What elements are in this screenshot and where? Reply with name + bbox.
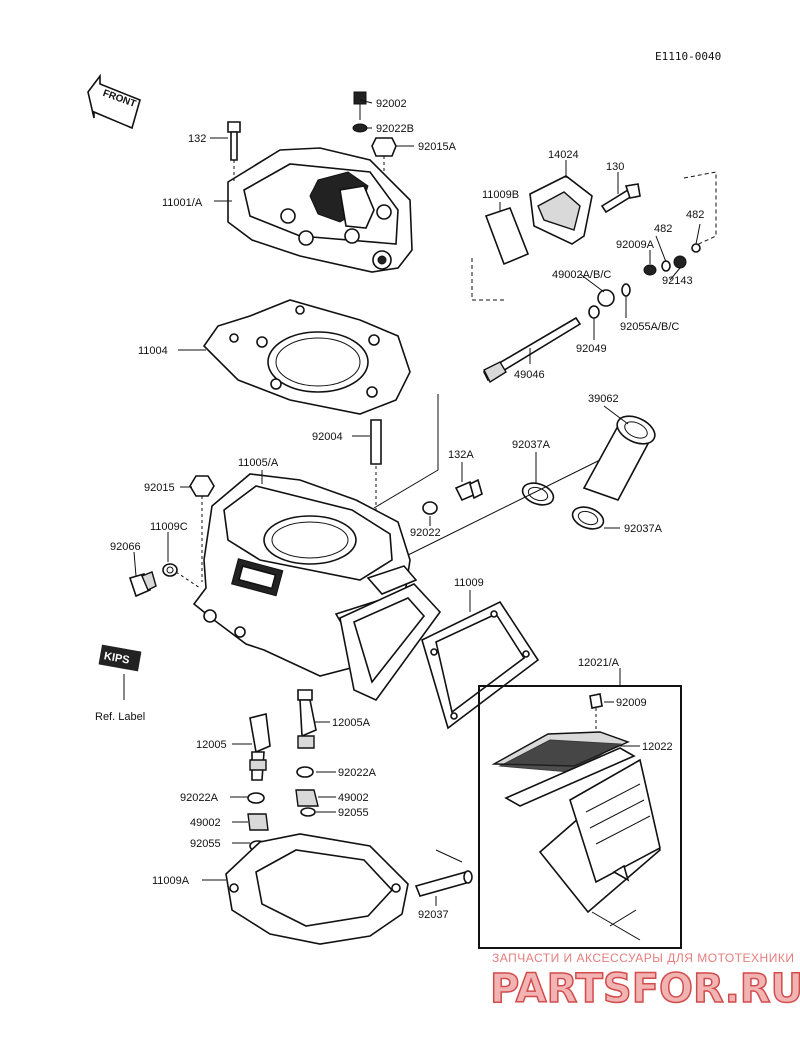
label-92009A: 92009A — [616, 239, 655, 251]
pin-92037 — [414, 849, 473, 897]
label-92037A-top: 92037A — [512, 439, 551, 451]
leader-lines — [133, 99, 701, 906]
label-11009: 11009 — [454, 577, 484, 589]
cylinder — [192, 473, 418, 677]
label-11009B: 11009B — [482, 189, 519, 201]
label-92066: 92066 — [110, 541, 141, 553]
label-482-a: 482 — [654, 223, 672, 235]
label-11004: 11004 — [138, 345, 168, 357]
label-49002-right: 49002 — [338, 792, 369, 804]
label-14024: 14024 — [548, 149, 579, 161]
fitting-12005A — [297, 689, 317, 749]
label-132A: 132A — [448, 449, 474, 461]
label-12021A: 12021/A — [578, 657, 620, 669]
part-number-labels: 92002 92022B 92015A 132 11001/A 14024 13… — [110, 98, 704, 921]
label-92015: 92015 — [144, 482, 175, 494]
label-92009: 92009 — [616, 697, 647, 709]
label-482-b: 482 — [686, 209, 704, 221]
label-12022: 12022 — [642, 741, 673, 753]
label-132: 132 — [188, 133, 206, 145]
bolt-130 — [600, 183, 641, 214]
diagram-code: E1110-0040 — [655, 50, 721, 63]
label-49046: 49046 — [514, 369, 545, 381]
nut-92015 — [189, 475, 215, 582]
label-92055ABC: 92055A/B/C — [620, 321, 679, 333]
power-valve-shaft — [373, 316, 582, 509]
cylinder-head — [227, 147, 413, 273]
kips-label-icon: KIPS — [98, 644, 142, 700]
label-11005A: 11005/A — [238, 457, 279, 469]
label-92002: 92002 — [376, 98, 407, 110]
power-valve-cover — [471, 175, 593, 301]
spark-plug-stack — [352, 91, 397, 172]
label-92022A-left: 92022A — [180, 792, 219, 804]
coolant-hose — [582, 415, 656, 501]
base-gasket — [225, 833, 409, 945]
label-39062: 39062 — [588, 393, 619, 405]
label-130: 130 — [606, 161, 624, 173]
label-92049: 92049 — [576, 343, 607, 355]
hose-clamp-upper — [521, 482, 555, 506]
front-arrow-icon: FRONT — [87, 73, 141, 130]
label-92022A-right: 92022A — [338, 767, 377, 779]
stud-92004 — [370, 419, 382, 530]
hose-clamp-lower — [571, 506, 605, 530]
reed-valve-assembly-box — [478, 668, 682, 949]
ref-label-caption: Ref. Label — [95, 711, 145, 723]
label-92022B: 92022B — [376, 123, 414, 135]
label-92143: 92143 — [662, 275, 693, 287]
watermark: ЗАПЧАСТИ И АКСЕССУАРЫ ДЛЯ МОТОТЕХНИКИ PA… — [489, 951, 800, 1013]
fitting-12005 — [249, 713, 271, 781]
label-92055-right: 92055 — [338, 807, 369, 819]
fitting-132A — [397, 459, 601, 561]
label-11001A: 11001/A — [162, 197, 203, 209]
label-49002-left: 49002 — [190, 817, 221, 829]
label-12005: 12005 — [196, 739, 227, 751]
head-gasket — [202, 299, 411, 415]
label-92022: 92022 — [410, 527, 441, 539]
label-11009C: 11009C — [150, 521, 188, 533]
reed-valve-gasket — [339, 583, 540, 730]
watermark-subtitle: ЗАПЧАСТИ И АКСЕССУАРЫ ДЛЯ МОТОТЕХНИКИ — [492, 951, 794, 965]
label-92037A-bottom: 92037A — [624, 523, 663, 535]
label-92004: 92004 — [312, 431, 343, 443]
drain-plug — [128, 563, 201, 598]
bolt-132 — [227, 121, 241, 184]
label-11009A: 11009A — [152, 875, 190, 887]
label-92037: 92037 — [418, 909, 449, 921]
label-92055-left: 92055 — [190, 838, 221, 850]
label-12005A: 12005A — [332, 717, 371, 729]
label-49002ABC: 49002A/B/C — [552, 269, 611, 281]
label-92015A: 92015A — [418, 141, 457, 153]
kips-label-text: KIPS — [103, 650, 130, 666]
watermark-brand: PARTSFOR.RU — [490, 966, 800, 1012]
